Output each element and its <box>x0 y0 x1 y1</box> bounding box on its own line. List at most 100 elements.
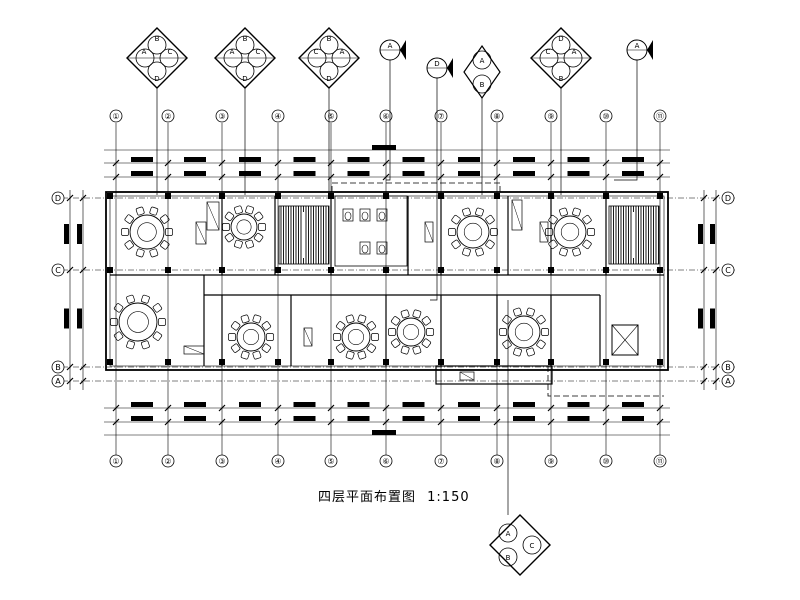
outer-wall <box>105 191 669 371</box>
chair <box>230 343 241 353</box>
sideboard <box>511 199 523 231</box>
dim-text-block <box>77 308 82 329</box>
bottom-marker-circle <box>498 547 518 567</box>
dim-text-block <box>402 171 425 176</box>
pair-marker-diamond <box>463 44 501 100</box>
section-arrow <box>447 58 453 78</box>
structural-column <box>107 359 113 365</box>
marker-letter: A <box>572 48 577 56</box>
chair <box>559 207 568 217</box>
dim-tick <box>79 194 87 202</box>
grid-label-col: ⑤ <box>327 457 334 466</box>
grid-label-col: ② <box>164 112 171 121</box>
marker-circle <box>147 35 167 55</box>
grid-bubble-col <box>324 454 338 468</box>
chair <box>400 309 410 319</box>
dim-text-block <box>567 157 590 162</box>
grid-bubble-col <box>599 109 613 123</box>
fixture <box>376 208 388 222</box>
grid-label-col: ⑪ <box>656 457 664 466</box>
dim-text-block <box>131 157 153 162</box>
dim-text-block <box>710 224 715 244</box>
grid-label-col: ④ <box>274 457 281 466</box>
dim-text-block <box>698 224 703 244</box>
chair <box>366 321 377 331</box>
chair <box>261 343 272 353</box>
dim-text-block <box>239 171 261 176</box>
grid-label-row: B <box>725 363 731 372</box>
dim-text-block <box>347 416 370 421</box>
sideboard-diag <box>511 199 523 231</box>
marker-letter: B <box>155 35 160 43</box>
chair <box>451 239 461 249</box>
structural-column <box>107 193 113 199</box>
section-marker: A <box>379 39 406 181</box>
dim-text-block <box>458 402 480 407</box>
chair <box>587 228 595 236</box>
grid-label-row: C <box>725 266 731 275</box>
chair <box>135 248 145 258</box>
grid-bubble-row <box>51 263 65 277</box>
dining-table <box>388 309 434 355</box>
grid-label-col: ⑧ <box>493 457 500 466</box>
lazy-susan <box>463 222 483 242</box>
sideboard-diag <box>303 327 313 347</box>
dashed-outline <box>331 182 501 192</box>
grid-label-col: ④ <box>274 112 281 121</box>
section-letter: A <box>635 42 640 50</box>
grid-label-col: ⑧ <box>493 112 500 121</box>
marker-letter: D <box>154 75 159 83</box>
chair <box>426 328 434 336</box>
dim-text-block <box>513 171 535 176</box>
fixture-bowl <box>378 211 386 221</box>
chair <box>559 247 568 257</box>
dim-text-block <box>513 416 535 421</box>
chair <box>366 343 377 353</box>
section-leader <box>386 60 391 181</box>
chair <box>152 303 163 313</box>
chair <box>388 328 396 336</box>
grid-bubble-col <box>271 454 285 468</box>
chair <box>357 314 367 324</box>
grid-label-col: ⑪ <box>656 112 664 121</box>
chair <box>475 247 484 257</box>
chair <box>124 214 134 224</box>
lazy-susan <box>402 323 419 340</box>
lazy-susan <box>137 222 157 242</box>
grid-bubble-col <box>653 454 667 468</box>
dim-text-block <box>239 402 261 407</box>
chair <box>245 239 254 249</box>
chair <box>451 215 461 225</box>
dim-text-block <box>64 308 69 329</box>
chair <box>228 333 236 341</box>
table-top <box>129 214 165 250</box>
section-arrow <box>647 40 653 60</box>
chair <box>536 315 546 325</box>
table-top <box>236 322 266 352</box>
chair <box>572 207 581 217</box>
chair <box>234 239 243 249</box>
chair <box>499 328 507 336</box>
dim-total-block <box>372 145 396 150</box>
section-marker: D <box>426 57 453 301</box>
grid-label-row: C <box>55 266 61 275</box>
dim-text-block <box>239 157 261 162</box>
lazy-susan <box>560 222 580 242</box>
pair-marker-letter: B <box>480 81 485 89</box>
dim-text-block <box>458 416 480 421</box>
dim-text-block <box>77 224 82 244</box>
chair <box>240 314 250 324</box>
grid-label-row: B <box>55 363 61 372</box>
dim-text-block <box>184 171 206 176</box>
bottom-marker-diamond <box>489 514 551 576</box>
chair <box>252 350 262 360</box>
lazy-susan <box>347 328 364 345</box>
dining-table <box>121 206 173 258</box>
chair <box>258 223 266 231</box>
dim-text-block <box>458 171 480 176</box>
chair <box>230 321 241 331</box>
section-marker: A <box>614 39 653 181</box>
marker-letter: A <box>340 48 345 56</box>
furniture-layout <box>110 199 595 381</box>
